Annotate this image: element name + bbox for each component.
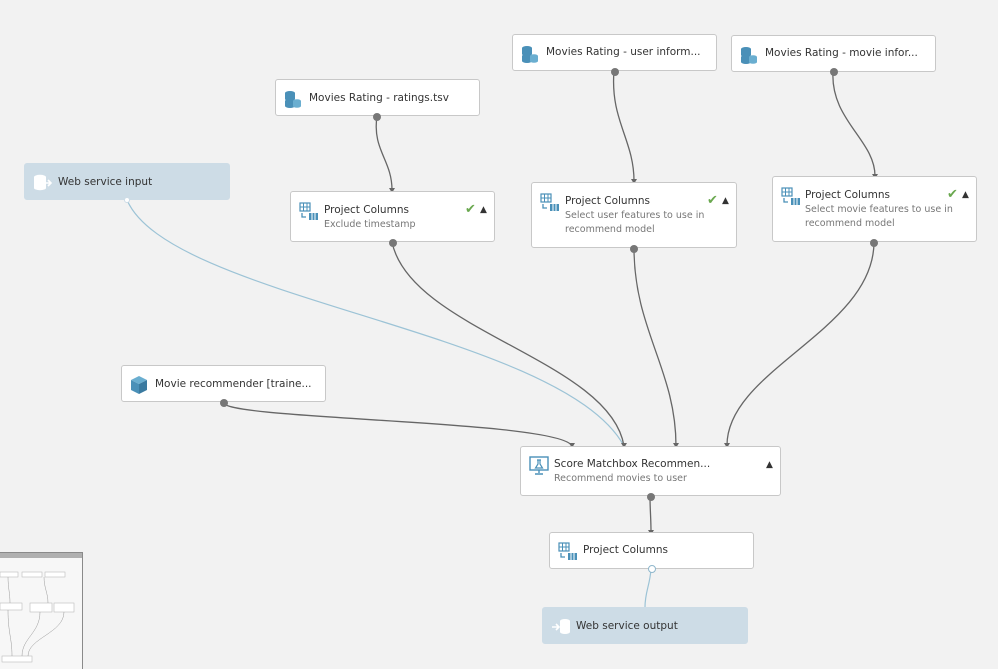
node-title: Score Matchbox Recommen... bbox=[554, 458, 711, 470]
node-subtitle: Select movie features to use in recommen… bbox=[805, 204, 953, 229]
node-title: Project Columns bbox=[324, 204, 409, 216]
project-columns-icon bbox=[781, 187, 800, 205]
node-subtitle: Select user features to use in recommend… bbox=[565, 210, 705, 235]
node-title: Project Columns bbox=[805, 189, 890, 201]
database-icon bbox=[522, 46, 538, 63]
node-title: Movies Rating - ratings.tsv bbox=[309, 92, 449, 104]
output-port[interactable] bbox=[220, 399, 228, 407]
edge-proj1-to-score bbox=[391, 241, 625, 447]
arrowhead bbox=[569, 443, 575, 448]
node-subtitle: Exclude timestamp bbox=[324, 219, 416, 230]
output-port[interactable] bbox=[830, 68, 838, 76]
edge-recommender-to-score bbox=[222, 401, 573, 447]
edge-wsinput-to-score bbox=[126, 199, 625, 447]
canvas-minimap[interactable] bbox=[0, 552, 83, 669]
output-port[interactable] bbox=[870, 239, 878, 247]
trained-model-node[interactable]: Movie recommender [traine... bbox=[121, 365, 326, 407]
project-columns-node-1[interactable]: Project Columns Exclude timestamp ✔ ▲ bbox=[290, 191, 495, 247]
edge-movieinfo-to-proj3 bbox=[832, 70, 876, 177]
web-service-output-node[interactable]: Web service output bbox=[542, 607, 748, 644]
node-title: Movie recommender [traine... bbox=[155, 378, 312, 390]
caret-up-icon[interactable]: ▲ bbox=[480, 205, 487, 215]
caret-up-icon[interactable]: ▲ bbox=[962, 190, 969, 200]
arrowhead bbox=[724, 443, 730, 448]
database-icon bbox=[285, 91, 301, 108]
edge-proj4-to-wsoutput bbox=[644, 568, 652, 608]
node-title: Web service output bbox=[576, 620, 678, 632]
dataset-node-ratings[interactable]: Movies Rating - ratings.tsv bbox=[275, 79, 480, 121]
node-title: Project Columns bbox=[583, 544, 668, 556]
web-service-output-icon bbox=[552, 619, 570, 634]
project-columns-node-4[interactable]: Project Columns bbox=[549, 532, 754, 573]
node-title: Movies Rating - user inform... bbox=[546, 46, 701, 58]
output-port[interactable] bbox=[611, 68, 619, 76]
checkmark-icon: ✔ bbox=[707, 193, 718, 208]
output-port[interactable] bbox=[124, 197, 130, 203]
checkmark-icon: ✔ bbox=[947, 187, 958, 202]
score-icon bbox=[529, 456, 549, 475]
minimap-header bbox=[0, 553, 82, 558]
arrowhead bbox=[389, 188, 395, 193]
output-port[interactable] bbox=[648, 565, 656, 573]
node-title: Movies Rating - movie infor... bbox=[765, 47, 918, 59]
dataset-node-user-info[interactable]: Movies Rating - user inform... bbox=[512, 34, 717, 76]
edge-score-to-proj4 bbox=[649, 495, 652, 533]
minimap-preview bbox=[0, 571, 75, 663]
project-columns-node-3[interactable]: Project Columns Select movie features to… bbox=[772, 176, 977, 247]
score-matchbox-node[interactable]: Score Matchbox Recommen... Recommend mov… bbox=[520, 446, 781, 501]
web-service-input-node[interactable]: Web service input bbox=[24, 163, 230, 203]
caret-up-icon[interactable]: ▲ bbox=[766, 460, 773, 470]
cube-icon bbox=[131, 376, 147, 394]
output-port[interactable] bbox=[389, 239, 397, 247]
node-subtitle: Recommend movies to user bbox=[554, 473, 687, 484]
output-port[interactable] bbox=[373, 113, 381, 121]
database-icon bbox=[741, 47, 757, 64]
arrowhead bbox=[631, 179, 637, 184]
node-title: Web service input bbox=[58, 176, 153, 188]
project-columns-node-2[interactable]: Project Columns Select user features to … bbox=[531, 182, 737, 253]
output-port[interactable] bbox=[647, 493, 655, 501]
output-port[interactable] bbox=[630, 245, 638, 253]
checkmark-icon: ✔ bbox=[465, 202, 476, 217]
project-columns-icon bbox=[299, 202, 318, 220]
project-columns-icon bbox=[558, 542, 577, 560]
arrowhead bbox=[673, 443, 679, 448]
edge-ratings-to-proj1 bbox=[375, 115, 393, 191]
edge-proj2-to-score bbox=[633, 247, 677, 447]
caret-up-icon[interactable]: ▲ bbox=[722, 196, 729, 206]
arrowhead bbox=[621, 443, 627, 448]
dataset-node-movie-info[interactable]: Movies Rating - movie infor... bbox=[731, 35, 936, 76]
node-title: Project Columns bbox=[565, 195, 650, 207]
project-columns-icon bbox=[540, 193, 559, 211]
edge-userinfo-to-proj2 bbox=[612, 70, 635, 182]
web-service-input-icon bbox=[34, 174, 53, 191]
edge-proj3-to-score bbox=[726, 241, 875, 447]
